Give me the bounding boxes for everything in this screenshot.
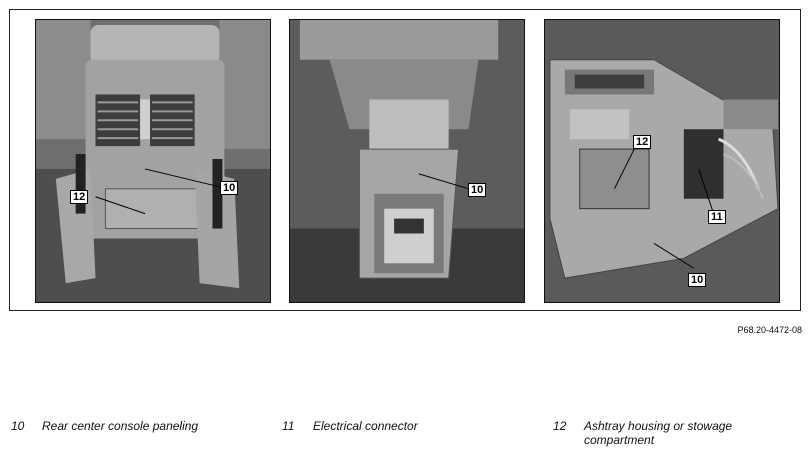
photo-removed-paneling: 12 11 10 — [544, 19, 780, 303]
figure-reference-code: P68.20-4472-08 — [737, 325, 802, 335]
legend-number: 10 — [11, 419, 25, 433]
callout-label: 10 — [220, 181, 239, 195]
legend-text: Electrical connector — [313, 419, 418, 433]
callout-label: 10 — [468, 183, 487, 197]
legend-number: 11 — [282, 419, 295, 433]
legend-number: 12 — [553, 419, 567, 433]
callout-label: 10 — [688, 273, 707, 287]
callout-label: 12 — [633, 135, 652, 149]
callout-label: 11 — [708, 210, 726, 224]
figure-frame: 10 12 10 — [9, 9, 801, 311]
legend-text: Ashtray housing or stowage compartment — [584, 419, 733, 447]
legend-text: Rear center console paneling — [42, 419, 199, 433]
photo-rear-console-installed: 10 12 — [35, 19, 271, 303]
photo-console-top-view: 10 — [289, 19, 525, 303]
callout-label: 12 — [70, 190, 89, 204]
